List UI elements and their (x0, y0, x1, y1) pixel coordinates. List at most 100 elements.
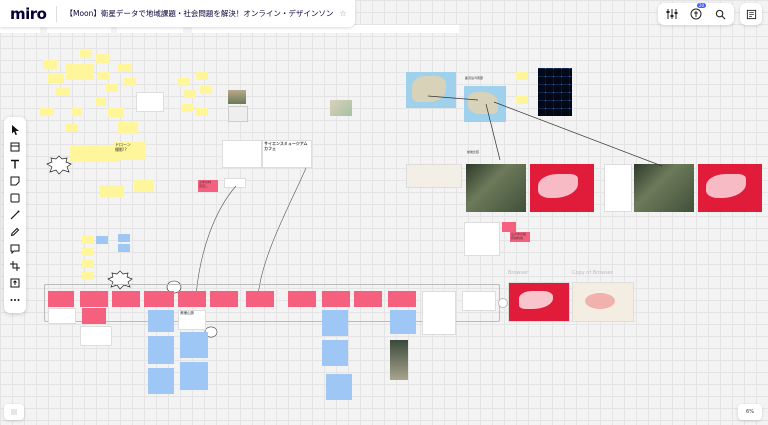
crop-frame-icon[interactable] (6, 257, 24, 274)
sticky-note[interactable] (180, 362, 208, 390)
sticky-note[interactable] (98, 72, 110, 80)
sticky-note[interactable] (118, 234, 130, 242)
sticky-note[interactable] (82, 236, 94, 244)
sticky-note[interactable] (82, 272, 94, 280)
sticky-note[interactable] (288, 291, 316, 307)
miro-logo[interactable]: miro (10, 4, 47, 23)
sticky-note[interactable] (124, 78, 136, 86)
sticky-note[interactable] (210, 291, 238, 307)
sticky-note[interactable] (178, 78, 190, 86)
sticky-note[interactable] (118, 244, 130, 252)
sticky-note[interactable] (118, 64, 132, 72)
sticky-note[interactable] (82, 248, 94, 256)
sticky-note[interactable] (96, 54, 110, 63)
board-minimap-button[interactable] (4, 404, 24, 420)
zoom-level[interactable]: 6% (738, 404, 762, 420)
mountain-card[interactable]: 美鐘山脈 (178, 310, 206, 330)
text-card[interactable]: サイエンスミュージアム カフェ (262, 140, 312, 168)
shape-icon[interactable] (6, 189, 24, 206)
more-icon[interactable] (6, 291, 24, 308)
sticky-note[interactable] (326, 374, 352, 400)
sticky-note[interactable] (72, 108, 82, 116)
document-card[interactable] (422, 291, 456, 335)
sticky-note[interactable] (516, 96, 528, 104)
sticky-note[interactable] (354, 291, 382, 307)
sticky-note[interactable]: ドローン 撮影!? (114, 142, 146, 160)
sticky-note[interactable] (66, 64, 94, 80)
flood-map-image[interactable] (530, 164, 594, 212)
sticky-note[interactable] (66, 124, 78, 132)
text-card[interactable] (222, 140, 262, 168)
search-icon[interactable] (710, 5, 730, 23)
satellite-image[interactable] (466, 164, 526, 212)
sticky-note-icon[interactable] (6, 172, 24, 189)
sticky-note[interactable] (144, 291, 174, 307)
sticky-note[interactable] (82, 308, 106, 324)
star-icon[interactable]: ☆ (339, 9, 347, 18)
notes-panel-icon[interactable] (740, 3, 762, 25)
sticky-note[interactable]: ぶ木の材 見直し (198, 180, 218, 192)
photo-image[interactable] (228, 106, 248, 122)
map-image-white[interactable] (604, 164, 632, 212)
sticky-note[interactable] (100, 185, 124, 197)
sticky-note[interactable]: 山の木の製 有効利用 (510, 232, 530, 242)
sticky-note[interactable] (134, 180, 154, 192)
sticky-note[interactable] (390, 310, 416, 334)
upload-icon[interactable] (6, 274, 24, 291)
map-image-small[interactable] (406, 164, 462, 188)
sticky-note[interactable] (148, 368, 174, 394)
satellite-image[interactable] (634, 164, 694, 212)
sticky-note[interactable] (184, 90, 196, 98)
browser-map-copy[interactable] (572, 282, 634, 322)
comment-icon[interactable] (6, 240, 24, 257)
sticky-note[interactable] (322, 310, 348, 336)
sticky-note[interactable] (82, 260, 94, 268)
sticky-note[interactable] (112, 291, 140, 307)
frame-icon[interactable] (6, 138, 24, 155)
photo-image[interactable] (390, 340, 408, 380)
browser-flood-map[interactable] (508, 282, 570, 322)
pencil-icon[interactable] (6, 223, 24, 240)
sticky-note[interactable] (56, 88, 70, 96)
sticky-note[interactable] (96, 236, 108, 244)
flood-map-image[interactable] (698, 164, 762, 212)
text-card[interactable] (136, 92, 164, 112)
sticky-note[interactable] (246, 291, 274, 307)
sticky-note[interactable] (196, 72, 208, 80)
sticky-note[interactable] (516, 72, 528, 80)
sticky-note[interactable] (80, 291, 108, 307)
sticky-note[interactable] (322, 340, 348, 366)
sticky-note[interactable] (80, 50, 92, 58)
sticky-note[interactable] (388, 291, 416, 307)
satellite-image-grid[interactable] (538, 68, 572, 116)
sticky-note[interactable] (48, 74, 64, 83)
sticky-note[interactable] (48, 291, 74, 307)
document-card[interactable] (48, 308, 76, 324)
sticky-note[interactable] (108, 108, 124, 117)
sticky-note[interactable] (502, 222, 516, 232)
chart-image[interactable] (80, 326, 112, 346)
sticky-note[interactable] (148, 310, 174, 332)
map-image-small[interactable] (464, 222, 500, 256)
board-title[interactable]: 【Moon】衛星データで地域課題・社会問題を解決！オンライン・デザインソン (65, 9, 334, 18)
photo-image[interactable] (228, 90, 246, 104)
pen-line-icon[interactable] (6, 206, 24, 223)
map-image-overview[interactable] (406, 72, 456, 108)
sticky-note[interactable] (200, 86, 212, 94)
sticky-note[interactable] (180, 332, 208, 358)
sticky-note[interactable] (43, 60, 57, 69)
sticky-note[interactable] (178, 291, 206, 307)
photo-image[interactable] (330, 100, 352, 116)
document-card[interactable] (462, 291, 496, 311)
slide-arrow-icon[interactable] (498, 298, 508, 308)
sticky-note[interactable] (322, 291, 350, 307)
sticky-note[interactable] (40, 108, 54, 116)
reactions-icon[interactable]: 20 (686, 3, 706, 23)
sticky-note[interactable] (196, 108, 208, 116)
sticky-note[interactable] (96, 98, 106, 106)
sticky-note[interactable] (148, 336, 174, 364)
sticky-note[interactable] (118, 122, 138, 134)
select-icon[interactable] (6, 121, 24, 138)
settings-sliders-icon[interactable] (662, 5, 682, 23)
